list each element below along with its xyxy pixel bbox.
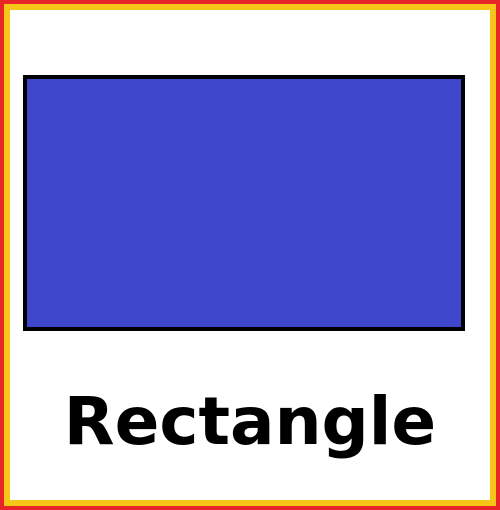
rectangle-shape	[23, 75, 465, 331]
shape-label: Rectangle	[63, 383, 437, 460]
